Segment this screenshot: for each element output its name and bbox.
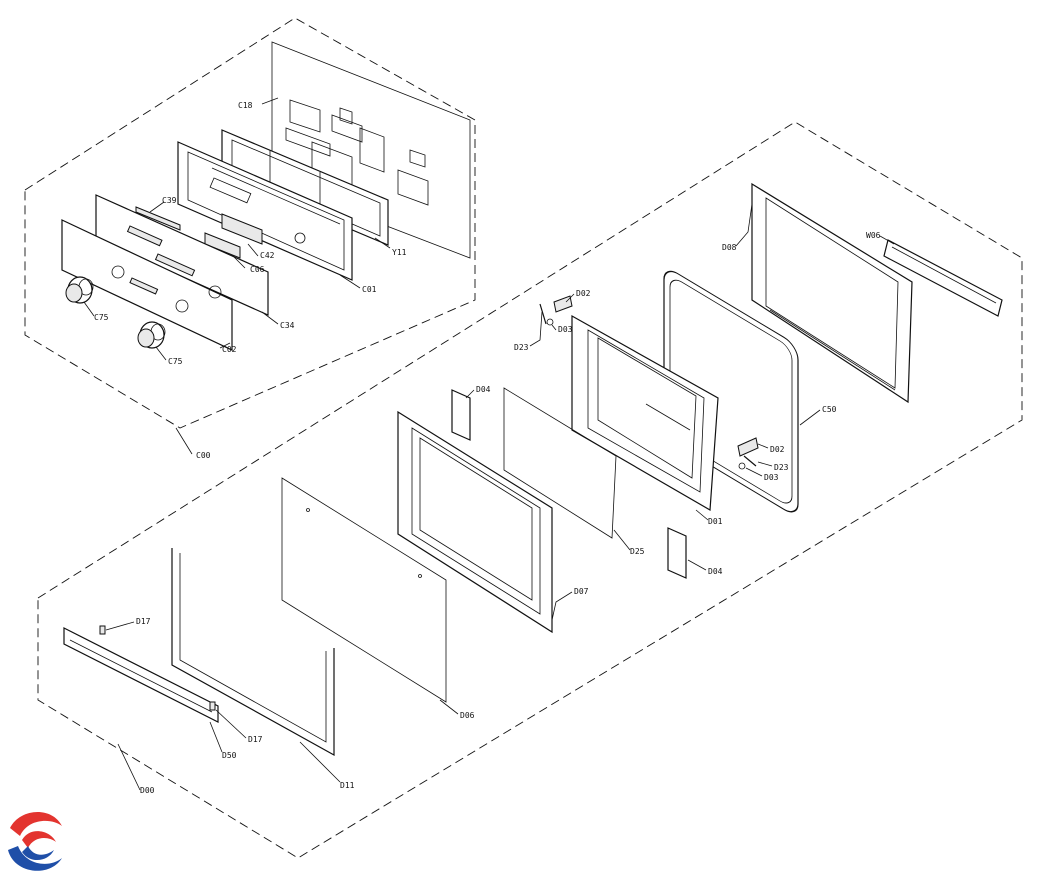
label-d08: D08: [722, 243, 737, 252]
c50-gasket: [663, 270, 799, 513]
label-d17-1: D17: [136, 617, 151, 626]
c34-panel: [95, 194, 269, 316]
d25-glass: [503, 387, 617, 539]
label-d02-top: D02: [576, 289, 591, 298]
c75-knob-1: [65, 276, 94, 304]
label-d50: D50: [222, 751, 237, 760]
label-y11: Y11: [392, 248, 407, 257]
label-d23-right: D23: [774, 463, 789, 472]
brand-logo: [4, 811, 64, 874]
label-d04-bottom: D04: [708, 567, 723, 576]
d08-back-frame: [751, 182, 913, 404]
d03-washer-top: [546, 318, 554, 326]
label-c02: C02: [222, 345, 237, 354]
label-c42: C42: [260, 251, 275, 260]
label-d04-top: D04: [476, 385, 491, 394]
label-c01: C01: [362, 285, 377, 294]
label-d11: D11: [340, 781, 355, 790]
label-c75-1: C75: [94, 313, 109, 322]
d50-handle: [63, 627, 219, 723]
d04-hinge-bottom: [667, 527, 687, 579]
label-d00: D00: [140, 786, 155, 795]
leader-lines: [83, 97, 895, 791]
label-d03-top: D03: [558, 325, 573, 334]
label-c75-2: C75: [168, 357, 183, 366]
label-d03-right: D03: [764, 473, 779, 482]
d01-inner-door-frame: [571, 314, 719, 512]
c75-knob-2: [137, 321, 166, 349]
label-d06: D06: [460, 711, 475, 720]
d04-hinge-top: [451, 389, 471, 441]
c02-front-fascia: [61, 219, 233, 351]
label-d02-right: D02: [770, 445, 785, 454]
d06-outer-glass: [281, 477, 447, 703]
part-labels: C18 C39 Y11 C42 C06 C01 C34 C02 C75 C75 …: [94, 101, 881, 795]
label-c06: C06: [250, 265, 265, 274]
d23-pin-right: [743, 455, 757, 467]
label-c18: C18: [238, 101, 253, 110]
label-d17-2: D17: [248, 735, 263, 744]
d07-door-frame: [397, 410, 553, 634]
label-c39: C39: [162, 196, 177, 205]
d17-end-cap-2: [209, 701, 216, 711]
c39-strip: [135, 206, 181, 231]
label-c00: C00: [196, 451, 211, 460]
label-w06: W06: [866, 231, 881, 240]
d23-pin-top: [539, 303, 547, 325]
label-d23-top: D23: [514, 343, 529, 352]
logo-blue-swoosh: [8, 846, 62, 871]
c00-group-boundary: [24, 17, 476, 429]
c06-button-block: [204, 232, 241, 259]
label-d25: D25: [630, 547, 645, 556]
label-d01: D01: [708, 517, 723, 526]
d17-end-cap-1: [99, 625, 106, 635]
label-c50: C50: [822, 405, 837, 414]
c18-board-plate: [271, 41, 471, 259]
c01-panel-frame: [177, 141, 353, 281]
d11-seal: [171, 548, 335, 757]
logo-red-swoosh: [10, 811, 62, 836]
d03-washer-right: [738, 462, 746, 470]
label-c34: C34: [280, 321, 295, 330]
d00-group-boundary: [37, 121, 1023, 859]
c42-button-block: [221, 213, 263, 245]
d02-hinge-bracket-right: [737, 437, 759, 457]
label-d07: D07: [574, 587, 589, 596]
